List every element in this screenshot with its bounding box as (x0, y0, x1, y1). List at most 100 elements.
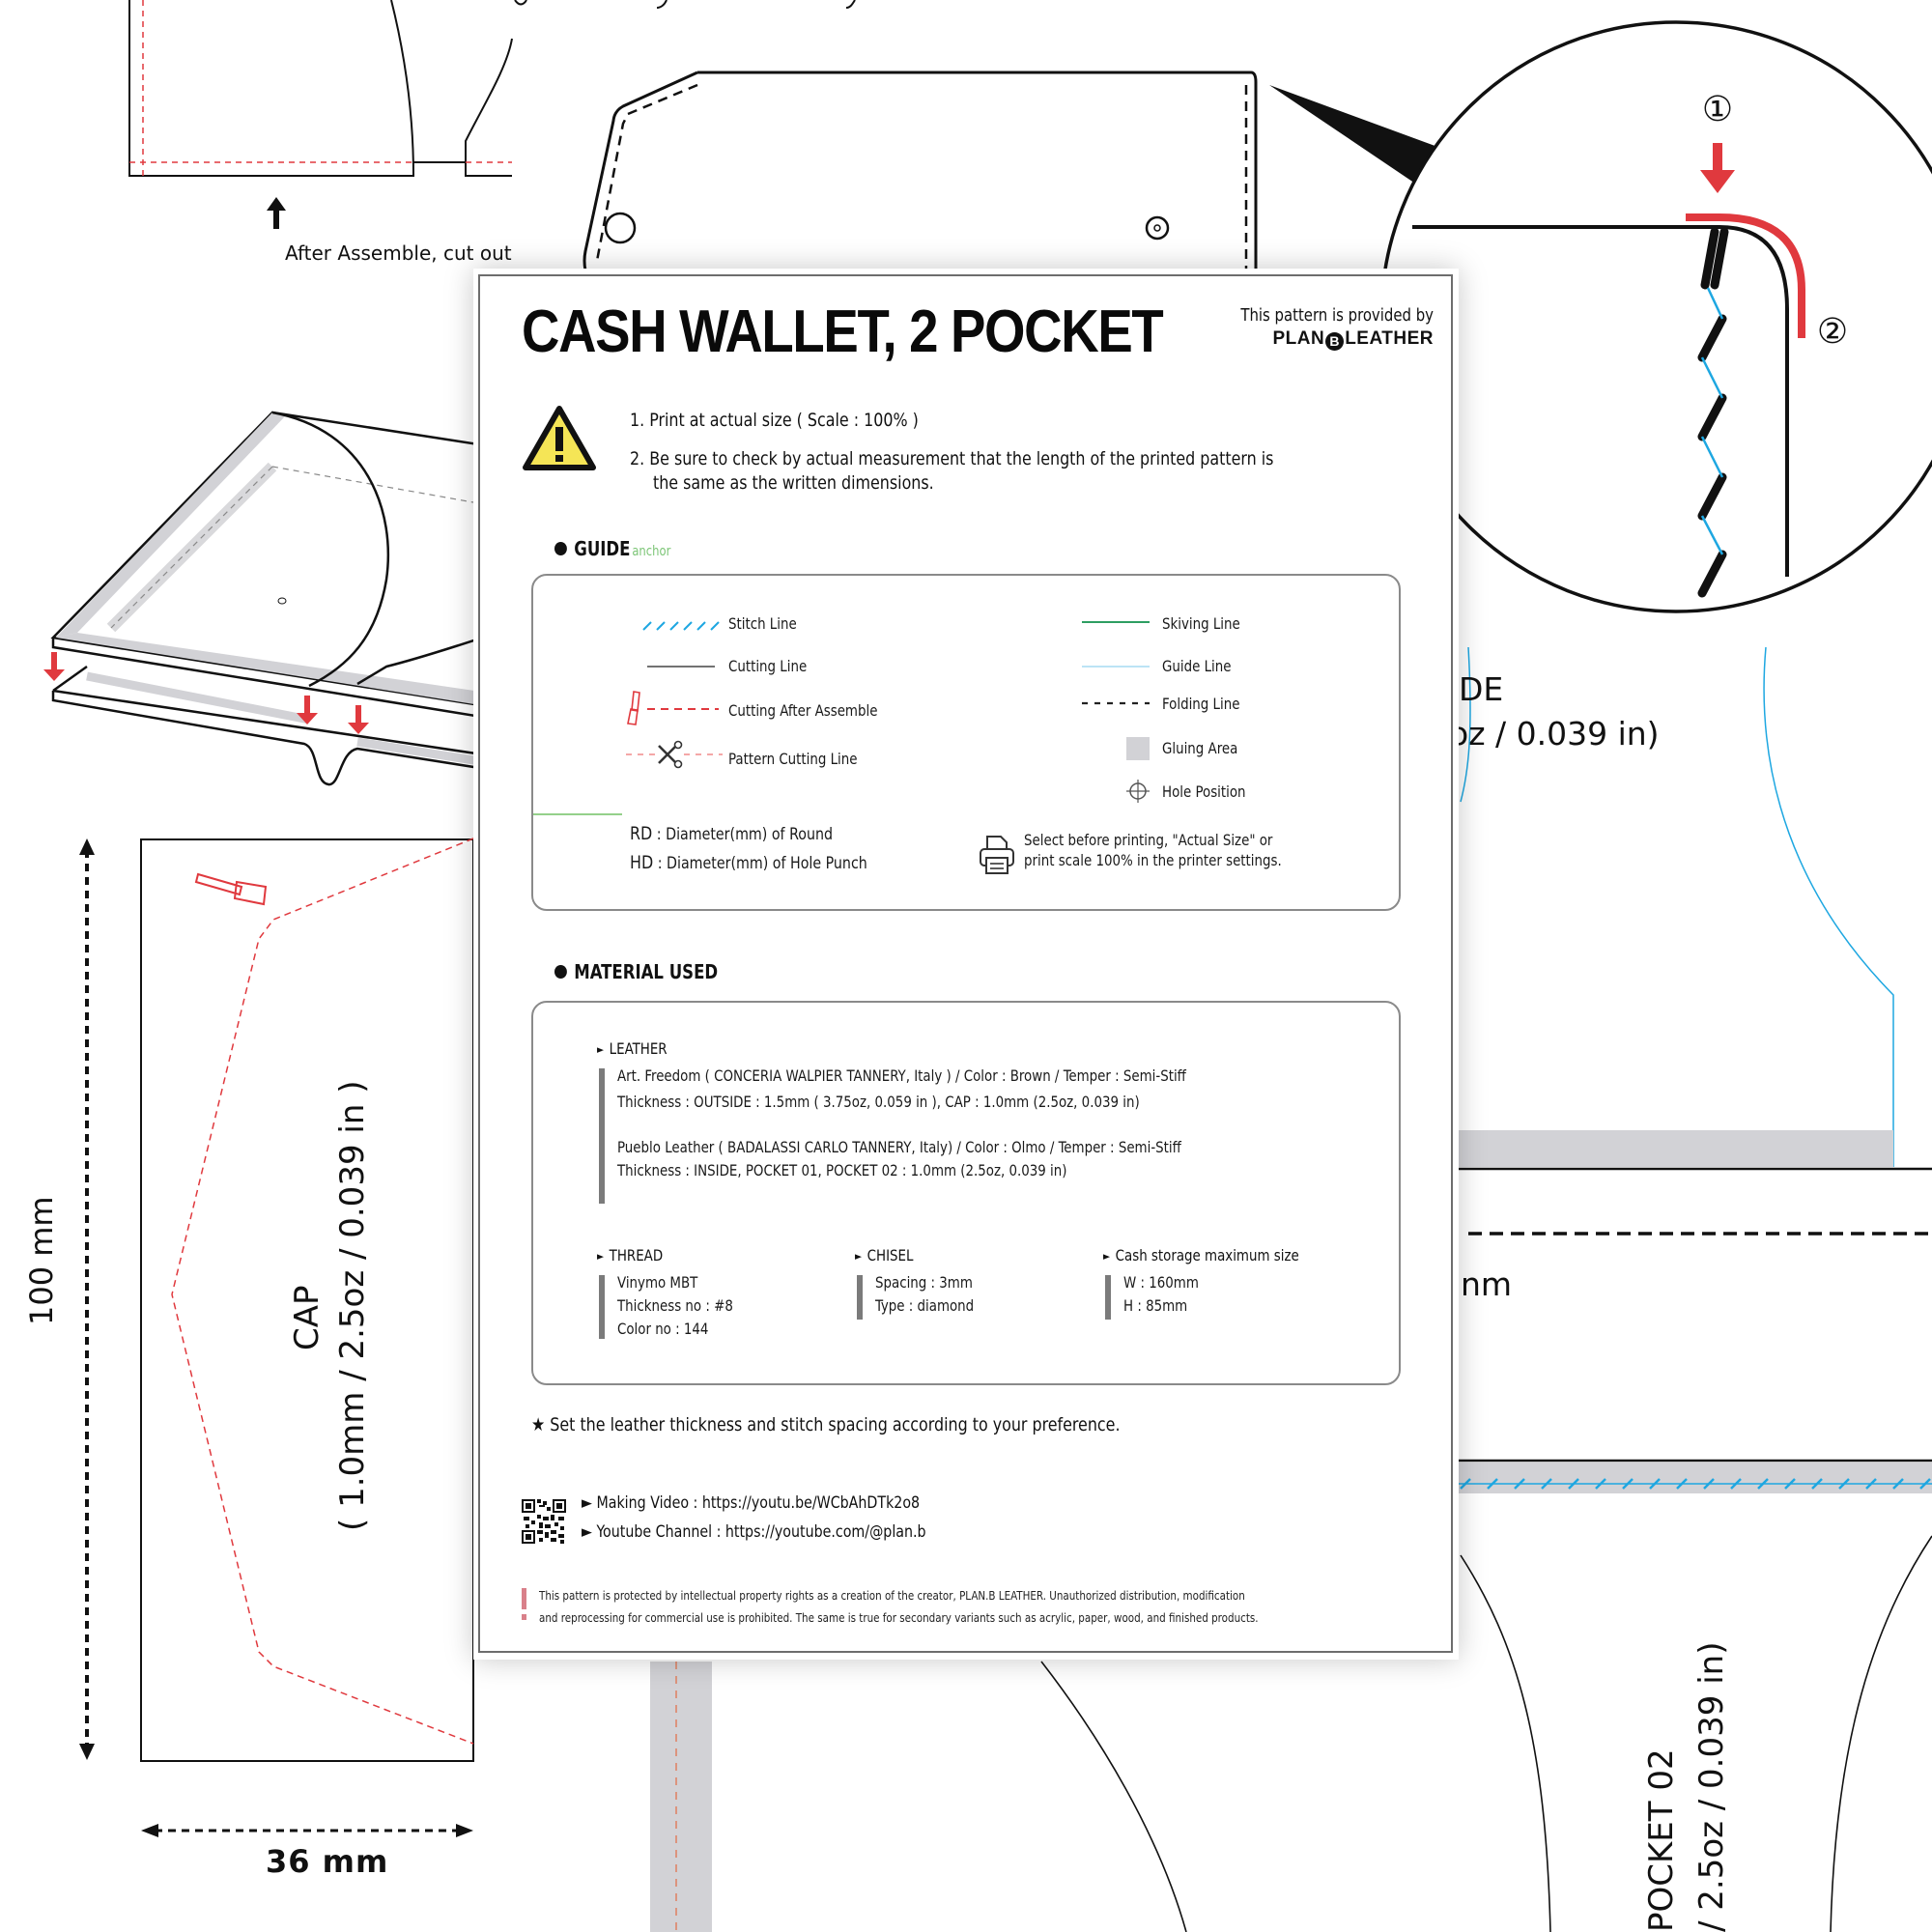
sheet-border (478, 274, 1453, 1653)
stitch-detail-circle: ① ② (1379, 20, 1932, 613)
making-video-link[interactable]: ► Making Video : https://youtu.be/WCbAhD… (582, 1493, 921, 1513)
print-note-line2: print scale 100% in the printer settings… (1024, 851, 1282, 869)
cash-height: H : 85mm (1123, 1296, 1188, 1315)
cap-height-dimension: 100 mm (23, 1196, 60, 1325)
leather-line-3: Pueblo Leather ( BADALASSI CARLO TANNERY… (617, 1138, 1181, 1156)
stitch-line-icon (642, 621, 720, 631)
outside-label-fragment: DE (1459, 670, 1504, 708)
notice-measure-cont: the same as the written dimensions. (653, 472, 934, 494)
cutting-line-icon (647, 666, 715, 668)
triangle-bullet-icon: ► (1103, 1250, 1111, 1263)
thread-line-1: Vinymo MBT (617, 1273, 698, 1292)
leather-line-4: Thickness : INSIDE, POCKET 01, POCKET 02… (617, 1161, 1067, 1179)
up-arrow-icon (267, 197, 286, 229)
cap-label: CAP (288, 1285, 327, 1350)
down-arrow-icons (43, 652, 369, 734)
notice-measure: 2. Be sure to check by actual measuremen… (630, 448, 1274, 469)
qr-code-icon (522, 1499, 566, 1544)
leather-bar (599, 1068, 605, 1204)
thread-line-2: Thickness no : #8 (617, 1296, 733, 1315)
cash-width: W : 160mm (1123, 1273, 1199, 1292)
hole-position-icon (1126, 780, 1150, 803)
legend-hole-position: Hole Position (1162, 782, 1246, 801)
leather-heading-text: LEATHER (609, 1039, 668, 1058)
pocket02-label: POCKET 02 (1642, 1748, 1681, 1932)
legend-gluing-area: Gluing Area (1162, 739, 1238, 757)
legal-notice-line1: This pattern is protected by intellectua… (539, 1588, 1245, 1603)
leather-heading: ► LEATHER (597, 1039, 668, 1058)
assembly-3d-illustration (50, 411, 543, 786)
outside-dimension-fragment: nm (1461, 1265, 1513, 1303)
cap-pattern-piece (79, 838, 474, 1837)
brand-left: PLAN (1272, 328, 1325, 349)
outside-pattern-piece (1459, 646, 1932, 1493)
brand-b-mark-icon: B (1325, 332, 1345, 351)
guide-line-icon (1082, 666, 1150, 668)
pattern-cutting-line-icon (626, 740, 723, 769)
legend-skiving-line: Skiving Line (1162, 614, 1240, 633)
folding-line-icon (1082, 701, 1150, 705)
youtube-channel-link[interactable]: ► Youtube Channel : https://youtube.com/… (582, 1522, 926, 1542)
stitch-marks (1460, 1478, 1931, 1490)
rd-definition: RD : Diameter(mm) of Round (630, 823, 833, 844)
hd-definition: HD : Diameter(mm) of Hole Punch (630, 852, 867, 873)
page-title: CASH WALLET, 2 POCKET (522, 298, 1164, 365)
cutting-after-assemble-icon (627, 691, 719, 725)
guide-heading-text: GUIDE (574, 537, 631, 560)
anchor-tag: anchor (632, 544, 671, 559)
triangle-bullet-icon: ► (855, 1250, 863, 1263)
print-note-line1: Select before printing, "Actual Size" or (1024, 831, 1273, 849)
leather-line-1: Art. Freedom ( CONCERIA WALPIER TANNERY,… (617, 1066, 1186, 1085)
hd-key: HD (630, 852, 654, 873)
pocket02-pattern-piece (1460, 1535, 1932, 1932)
pattern-info-sheet: CASH WALLET, 2 POCKET This pattern is pr… (473, 269, 1459, 1660)
skiving-line-icon (1082, 621, 1150, 623)
rd-key: RD (630, 823, 653, 844)
cash-size-heading-text: Cash storage maximum size (1115, 1246, 1299, 1264)
hd-text: : Diameter(mm) of Hole Punch (653, 854, 867, 873)
triangle-bullet-icon: ► (597, 1250, 605, 1263)
rd-text: : Diameter(mm) of Round (652, 825, 834, 844)
preference-note: ★ Set the leather thickness and stitch s… (531, 1414, 1121, 1435)
thread-heading: ► THREAD (597, 1246, 663, 1264)
anchor-underline (533, 813, 622, 815)
callout-pointer (1269, 85, 1459, 193)
material-heading-text: MATERIAL USED (574, 960, 719, 983)
after-assemble-note: After Assemble, cut out (285, 242, 512, 265)
pocket02-spec: / 2.5oz / 0.039 in) (1692, 1641, 1731, 1932)
legend-guide-line: Guide Line (1162, 657, 1232, 675)
legend-cutting-line: Cutting Line (728, 657, 808, 675)
legend-pattern-cutting-line: Pattern Cutting Line (728, 750, 858, 768)
triangle-bullet-icon: ► (597, 1043, 605, 1056)
brand-right: LEATHER (1345, 328, 1434, 349)
leather-line-2: Thickness : OUTSIDE : 1.5mm ( 3.75oz, 0.… (617, 1093, 1140, 1111)
bottom-strip (650, 1661, 1187, 1932)
bullet-icon (554, 965, 567, 979)
chisel-line-2: Type : diamond (875, 1296, 975, 1315)
callout-number-2: ② (1817, 312, 1848, 352)
gluing-area-icon (1126, 737, 1150, 760)
thread-heading-text: THREAD (609, 1246, 664, 1264)
cap-spec: ( 1.0mm / 2.5oz / 0.039 in ) (333, 1080, 372, 1531)
top-left-pattern-piece (128, 0, 856, 177)
legal-notice-line2: and reprocessing for commercial use is p… (539, 1610, 1259, 1625)
outside-spec-fragment: oz / 0.039 in) (1449, 715, 1660, 753)
guide-legend-box: Stitch Line Cutting Line Cutting After A… (531, 574, 1401, 911)
chisel-heading-text: CHISEL (867, 1246, 914, 1264)
wallet-outline-drawing (582, 71, 1258, 271)
printer-icon (980, 836, 1014, 874)
legend-cutting-after-assemble: Cutting After Assemble (728, 701, 878, 720)
callout-number-1: ① (1702, 90, 1733, 129)
warning-icon (523, 406, 596, 470)
material-heading: MATERIAL USED (554, 960, 718, 983)
legal-accent-bar (522, 1588, 526, 1609)
chisel-line-1: Spacing : 3mm (875, 1273, 973, 1292)
legal-accent-dot (522, 1614, 526, 1620)
cash-size-heading: ► Cash storage maximum size (1103, 1246, 1299, 1264)
notice-print-scale: 1. Print at actual size ( Scale : 100% ) (630, 410, 919, 431)
thread-bar (599, 1275, 605, 1339)
legend-folding-line: Folding Line (1162, 695, 1240, 713)
